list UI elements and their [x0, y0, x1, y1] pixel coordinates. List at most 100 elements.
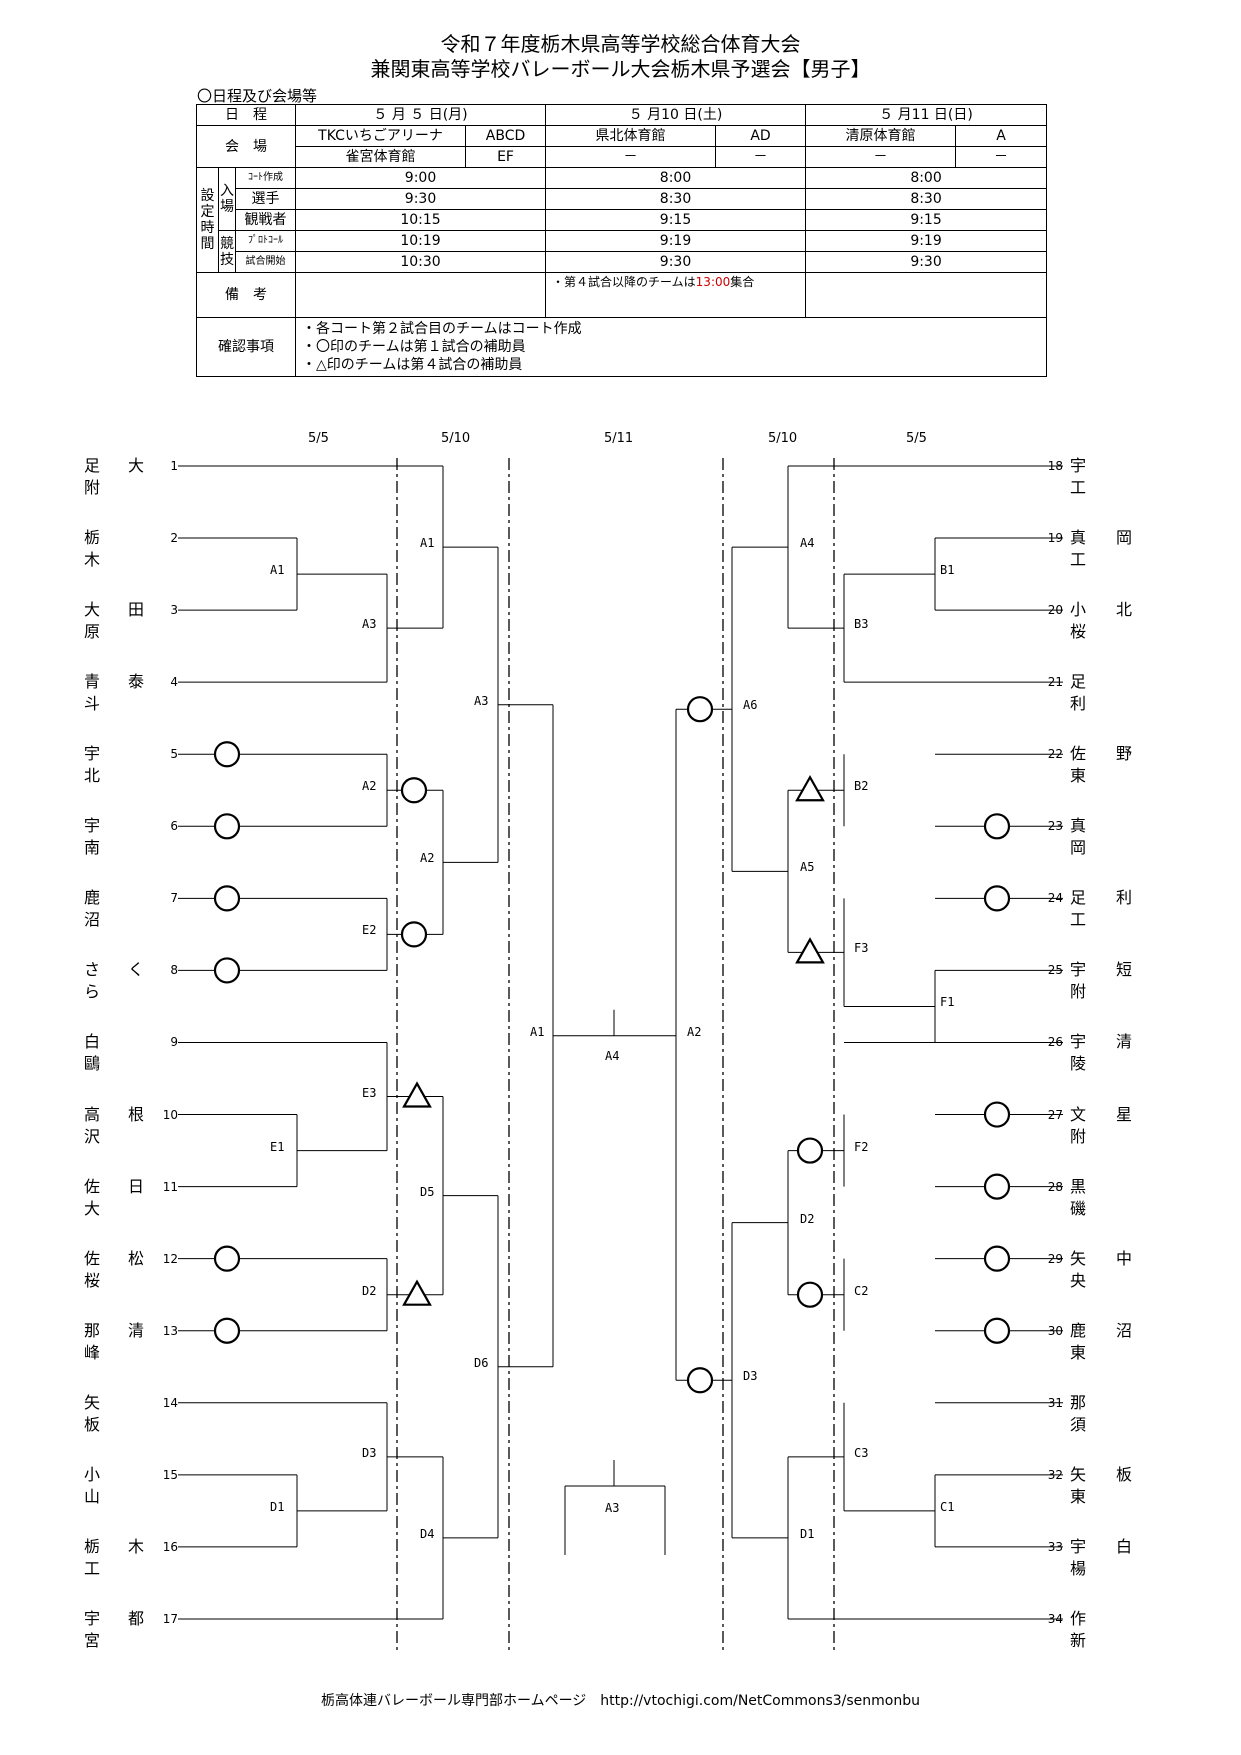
- team-number: 14: [162, 1395, 178, 1410]
- team-name: 足大附: [84, 456, 162, 497]
- team-name: 矢板東: [1070, 1464, 1150, 1506]
- match-label: B1: [940, 563, 955, 578]
- document-title: 令和７年度栃木県高等学校総合体育大会: [440, 32, 801, 56]
- schedule-heading: 〇日程及び会場等: [197, 87, 318, 105]
- match-label: A5: [800, 860, 815, 875]
- match-label: D4: [420, 1526, 435, 1541]
- remarks-d2: ・第４試合以降のチームは13:00集合: [545, 272, 807, 318]
- triangle-mark-icon: [795, 937, 825, 964]
- date-right-r2: 5/10: [768, 431, 798, 446]
- match-label: A4: [800, 536, 815, 551]
- match-label: A1: [270, 563, 285, 578]
- match-label: E2: [362, 923, 377, 938]
- match-label: C3: [854, 1445, 869, 1460]
- confirm-note: ・各コート第２試合目のチームはコート作成: [302, 321, 582, 337]
- team-name: さくら: [84, 960, 162, 1002]
- team-number: 34: [1047, 1611, 1063, 1626]
- team-number: 27: [1047, 1107, 1063, 1122]
- team-name: 那 須: [1070, 1392, 1139, 1434]
- circle-mark-icon: [983, 1173, 1011, 1200]
- team-name: 佐松桜: [84, 1248, 162, 1290]
- team-number: 18: [1047, 459, 1063, 473]
- team-name: 青泰斗: [84, 672, 162, 714]
- team-name: 宇 工: [1070, 456, 1139, 497]
- team-name: 宇白楊: [1070, 1536, 1150, 1578]
- circle-mark-icon: [213, 1245, 241, 1272]
- enter-label: 入場: [218, 167, 236, 231]
- match-label: D2: [362, 1283, 377, 1298]
- confirm-notes: ・各コート第２試合目のチームはコート作成 ・〇印のチームは第１試合の補助員 ・△…: [295, 317, 1048, 377]
- document-subtitle: 兼関東高等学校バレーボール大会栃木県予選会【男子】: [370, 57, 871, 81]
- circle-mark-icon: [796, 1281, 824, 1308]
- team-number: 5: [170, 747, 178, 762]
- match-label: C1: [940, 1499, 955, 1514]
- venue2-cell: 県北体育館: [545, 125, 717, 147]
- team-number: 16: [162, 1539, 178, 1554]
- team-number: 6: [170, 819, 178, 834]
- time-row-label: 観戦者: [234, 209, 297, 231]
- circle-mark-icon: [213, 741, 241, 768]
- team-number: 9: [170, 1035, 178, 1050]
- team-name: 足利工: [1070, 888, 1150, 930]
- team-name: 作 新: [1070, 1608, 1139, 1650]
- match-label: A4: [605, 1048, 620, 1063]
- match-label: D3: [743, 1369, 758, 1384]
- match-label: A2: [362, 779, 377, 794]
- confirm-note: ・〇印のチームは第１試合の補助員: [302, 339, 526, 355]
- circle-mark-icon: [213, 813, 241, 840]
- circle-mark-icon: [796, 1137, 824, 1164]
- team-name: 白 鷗: [84, 1032, 153, 1074]
- match-label: E3: [362, 1085, 377, 1100]
- time-cell: 10:15: [295, 209, 547, 231]
- team-number: 10: [162, 1107, 178, 1122]
- team-number: 4: [170, 675, 178, 690]
- match-label: A3: [474, 693, 489, 708]
- court2-cell: AD: [715, 125, 807, 147]
- team-number: 12: [162, 1251, 178, 1266]
- team-name: 宇清陵: [1070, 1032, 1150, 1074]
- match-label: A6: [743, 698, 758, 713]
- match-label: A3: [362, 617, 377, 632]
- team-name: 宇 南: [84, 816, 153, 858]
- circle-mark-icon: [983, 1245, 1011, 1272]
- circle-mark-icon: [213, 957, 241, 984]
- date-center: 5/11: [604, 431, 634, 446]
- match-label: F1: [940, 995, 955, 1010]
- match-label: A2: [687, 1024, 702, 1039]
- circle-mark-icon: [400, 921, 428, 948]
- team-name: 宇短附: [1070, 960, 1150, 1002]
- team-name: 真岡工: [1070, 528, 1150, 570]
- circle-mark-icon: [400, 777, 428, 804]
- circle-mark-icon: [213, 1317, 241, 1344]
- team-name: 鹿沼東: [1070, 1320, 1150, 1362]
- time-cell: 8:30: [805, 188, 1048, 210]
- circle-mark-icon: [686, 696, 714, 723]
- date-left-r1: 5/5: [308, 431, 329, 446]
- team-name: 真 岡: [1070, 816, 1139, 858]
- team-number: 1: [170, 459, 178, 473]
- team-number: 32: [1047, 1467, 1063, 1482]
- date-right-r1: 5/5: [906, 431, 927, 446]
- match-label: D5: [420, 1184, 435, 1199]
- team-number: 28: [1047, 1179, 1063, 1194]
- confirm-note: ・△印のチームは第４試合の補助員: [302, 357, 523, 373]
- match-label: F2: [854, 1139, 869, 1154]
- team-number: 20: [1047, 603, 1063, 618]
- match-label: D1: [800, 1526, 815, 1541]
- circle-mark-icon: [983, 1317, 1011, 1344]
- match-label: A1: [530, 1024, 545, 1039]
- team-number: 33: [1047, 1539, 1063, 1554]
- team-number: 24: [1047, 891, 1063, 906]
- team-name: 鹿 沼: [84, 888, 153, 930]
- triangle-mark-icon: [795, 775, 825, 802]
- team-name: 矢中央: [1070, 1248, 1150, 1290]
- team-number: 2: [170, 531, 178, 546]
- circle-mark-icon: [213, 885, 241, 912]
- time-cell: 9:15: [545, 209, 807, 231]
- team-name: 足 利: [1070, 672, 1139, 714]
- team-name: 高根沢: [84, 1104, 162, 1146]
- team-name: 黒 磯: [1070, 1176, 1139, 1218]
- triangle-mark-icon: [402, 1081, 432, 1108]
- match-label: E1: [270, 1139, 285, 1154]
- team-number: 21: [1047, 675, 1063, 690]
